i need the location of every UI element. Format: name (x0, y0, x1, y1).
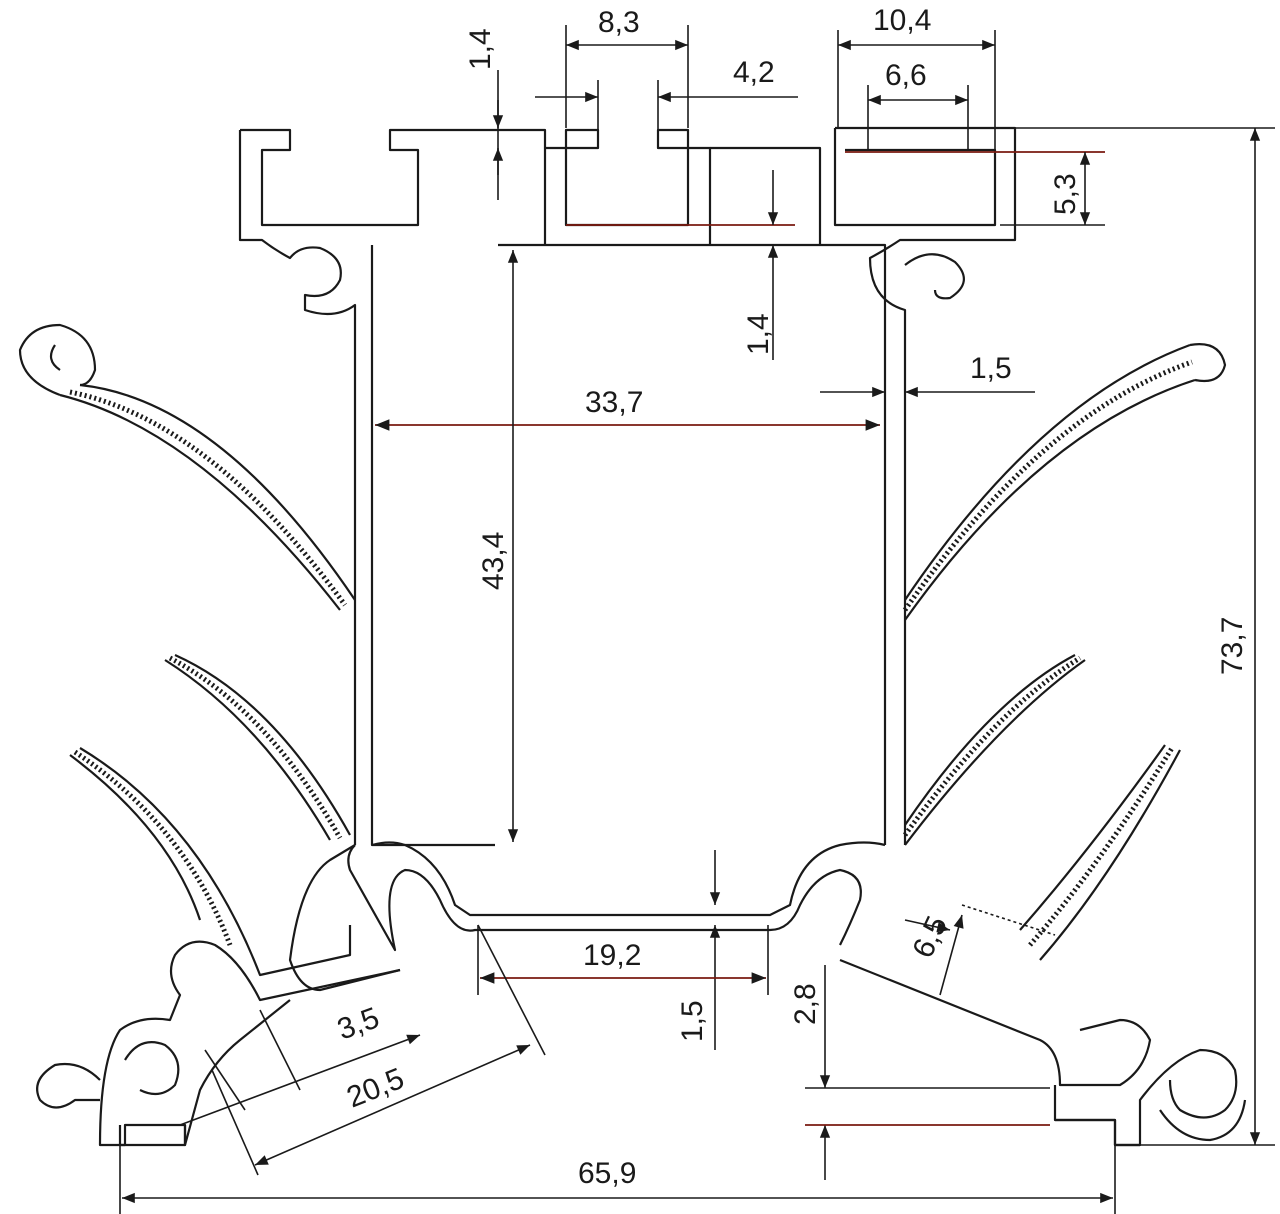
dim-top-wall-thickness: 1,4 (464, 28, 497, 70)
dim-right-channel-opening: 6,6 (885, 59, 927, 92)
dimension-lines (119, 25, 1275, 1214)
dim-side-wall-thickness: 1,5 (970, 352, 1012, 385)
fin-right-low (1019, 744, 1181, 961)
fin-left-mid (164, 653, 351, 841)
dim-inner-width: 33,7 (585, 386, 643, 419)
dim-right-channel-depth: 5,3 (1049, 173, 1082, 215)
dim-left-slot-width: 3,5 (333, 1001, 383, 1046)
fin-left-top (59, 383, 356, 611)
dim-right-slot-width: 6,5 (906, 911, 954, 963)
dim-total-width: 65,9 (578, 1157, 636, 1190)
fin-left-low (69, 747, 352, 977)
fin-right-top (904, 343, 1196, 621)
fin-right-mid (904, 654, 1086, 846)
dim-bottom-channel-width: 19,2 (583, 939, 641, 972)
dim-total-height: 73,7 (1216, 617, 1249, 675)
heatsink-fins (18, 323, 1227, 977)
profile-outline (36, 126, 1247, 1147)
dimension-labels: 1,4 8,3 4,2 10,4 6,6 5,3 1,4 1,5 33,7 43… (333, 4, 1249, 1190)
dim-inner-top-wall: 1,4 (742, 313, 775, 355)
dim-center-slot-width: 8,3 (598, 6, 640, 39)
dim-bottom-channel-depth: 2,8 (789, 983, 822, 1025)
dim-left-slot-length: 20,5 (342, 1062, 409, 1114)
dim-right-channel-width: 10,4 (873, 4, 931, 37)
dim-inner-height: 43,4 (477, 532, 510, 590)
dim-bottom-wall-thickness: 1,5 (676, 1000, 709, 1042)
dim-center-slot-opening: 4,2 (733, 56, 775, 89)
